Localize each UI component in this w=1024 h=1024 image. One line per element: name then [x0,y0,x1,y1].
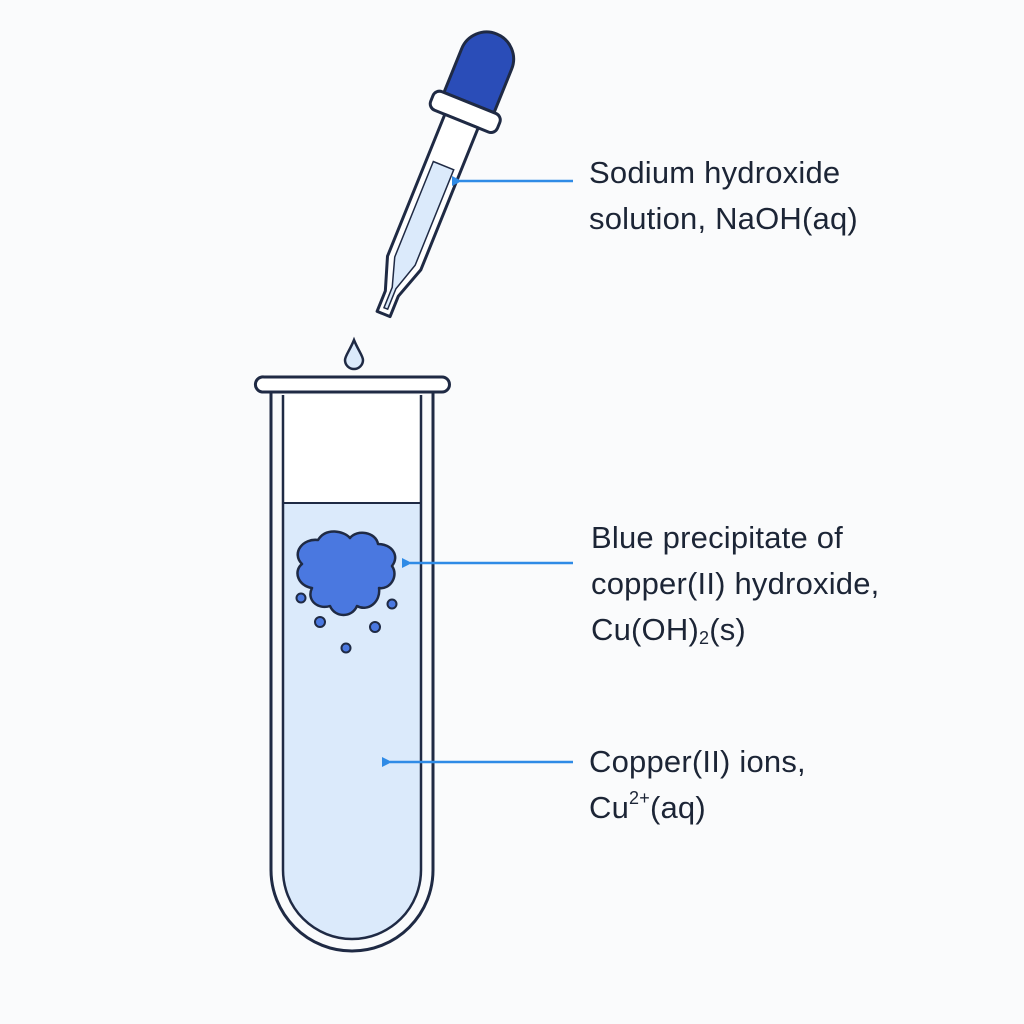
precipitate-formula-prefix: Cu(OH) [591,612,699,647]
precipitate-label-line3: Cu(OH)2(s) [591,607,880,653]
ion-formula-suffix: (aq) [649,790,706,825]
test-tube [253,375,451,953]
ion-formula-charge: 2+ [629,788,650,808]
ions-label-line1: Copper(II) ions, [589,744,806,779]
precipitate-formula-subscript: 2 [698,628,710,648]
dropper-bulb [442,30,516,115]
test-tube-inner-outline [281,395,423,941]
ions-label-line2: Cu2+(aq) [589,785,806,831]
precipitate-label-line2: copper(II) hydroxide, [591,566,880,601]
ions-label: Copper(II) ions, Cu2+(aq) [589,739,806,831]
precipitate-label-line1: Blue precipitate of [591,520,843,555]
precipitate-particle [369,621,381,633]
precipitate-cluster [296,530,397,617]
falling-drop [343,336,365,371]
precipitate-formula-suffix: (s) [709,612,746,647]
precipitate-particle [340,642,352,654]
test-tube-outline [269,392,435,953]
precipitate-particle [295,592,307,604]
test-tube-rim [253,375,451,394]
precipitate-particle [386,598,398,610]
reagent-label-line2: solution, NaOH(aq) [589,201,858,236]
dropper [375,30,516,319]
dropper-liquid [383,160,455,311]
ion-formula-prefix: Cu [589,790,630,825]
precipitate-particle [314,616,326,628]
reagent-label: Sodium hydroxide solution, NaOH(aq) [589,150,858,242]
precipitate-label: Blue precipitate of copper(II) hydroxide… [591,515,880,653]
reagent-label-line1: Sodium hydroxide [589,155,841,190]
